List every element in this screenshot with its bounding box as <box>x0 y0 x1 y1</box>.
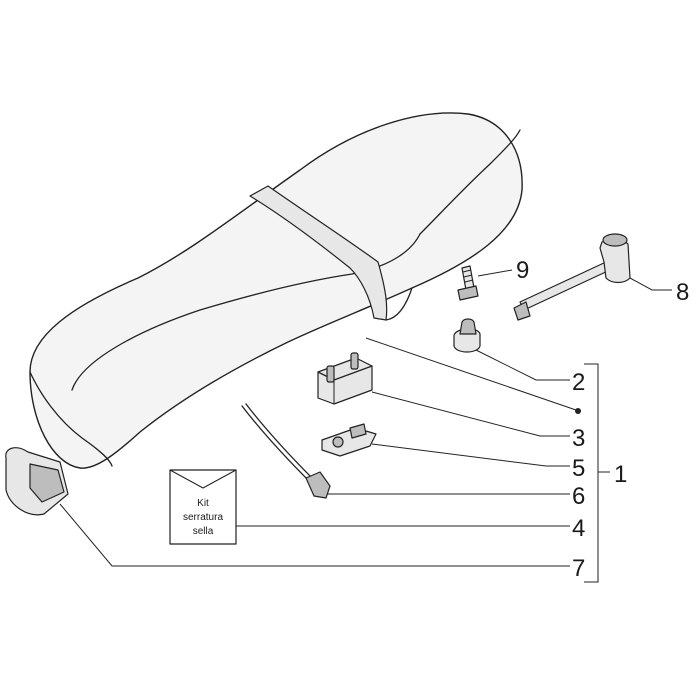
group-bracket <box>584 363 599 583</box>
callout-3: 3 <box>572 425 585 452</box>
kit-label-line2: serratura <box>183 512 223 523</box>
key-head-top <box>602 233 628 247</box>
seat <box>29 112 523 469</box>
key-shaft <box>519 261 611 311</box>
callout-9: 9 <box>516 257 529 284</box>
leader-9 <box>477 269 513 277</box>
cover-insert <box>29 463 65 503</box>
leader-lines <box>59 269 672 583</box>
leader-7 <box>59 503 570 567</box>
cable <box>241 403 331 499</box>
callout-7: 7 <box>572 555 585 582</box>
bracket-pin-right <box>350 352 359 370</box>
leader-seat <box>365 337 577 411</box>
buffer-top <box>459 318 477 335</box>
lock-cover <box>5 447 69 516</box>
bracket-body <box>317 357 373 405</box>
bracket <box>317 352 373 405</box>
rubber-buffer <box>453 318 481 353</box>
latch-hook <box>349 423 367 439</box>
cable-clip <box>305 471 331 499</box>
seat-inner-edge <box>71 233 421 391</box>
callout-8: 8 <box>676 279 689 306</box>
callout-6: 6 <box>572 483 585 510</box>
callout-numbers: 9 8 2 3 5 1 6 4 7 <box>516 257 689 582</box>
latch-plate <box>321 423 377 457</box>
leader-2 <box>475 349 570 381</box>
latch-hole <box>332 436 344 448</box>
key-tool <box>513 233 631 321</box>
kit-box: Kit serratura sella <box>169 469 237 545</box>
callout-5: 5 <box>572 455 585 482</box>
bolt <box>457 265 479 301</box>
seat-hinge-rim <box>385 287 413 321</box>
leader-8 <box>629 277 672 291</box>
callout-2: 2 <box>572 369 585 396</box>
kit-label-line3: sella <box>193 526 214 537</box>
bracket-pin-left <box>326 365 335 383</box>
seat-rear-edge <box>419 129 521 235</box>
cable-wire <box>241 405 313 485</box>
leader-seat-dot <box>575 408 581 414</box>
key-head <box>599 235 631 284</box>
callout-4: 4 <box>572 515 585 542</box>
seat-front-crease <box>29 371 113 467</box>
bolt-head <box>457 285 479 301</box>
kit-box-outline <box>169 469 237 545</box>
latch-body <box>321 427 377 457</box>
seat-outline <box>29 112 523 469</box>
kit-label-line1: Kit <box>197 498 209 509</box>
callout-1: 1 <box>614 461 627 488</box>
leader-5 <box>371 443 570 467</box>
key-tip <box>513 301 531 321</box>
leader-3 <box>371 391 570 437</box>
